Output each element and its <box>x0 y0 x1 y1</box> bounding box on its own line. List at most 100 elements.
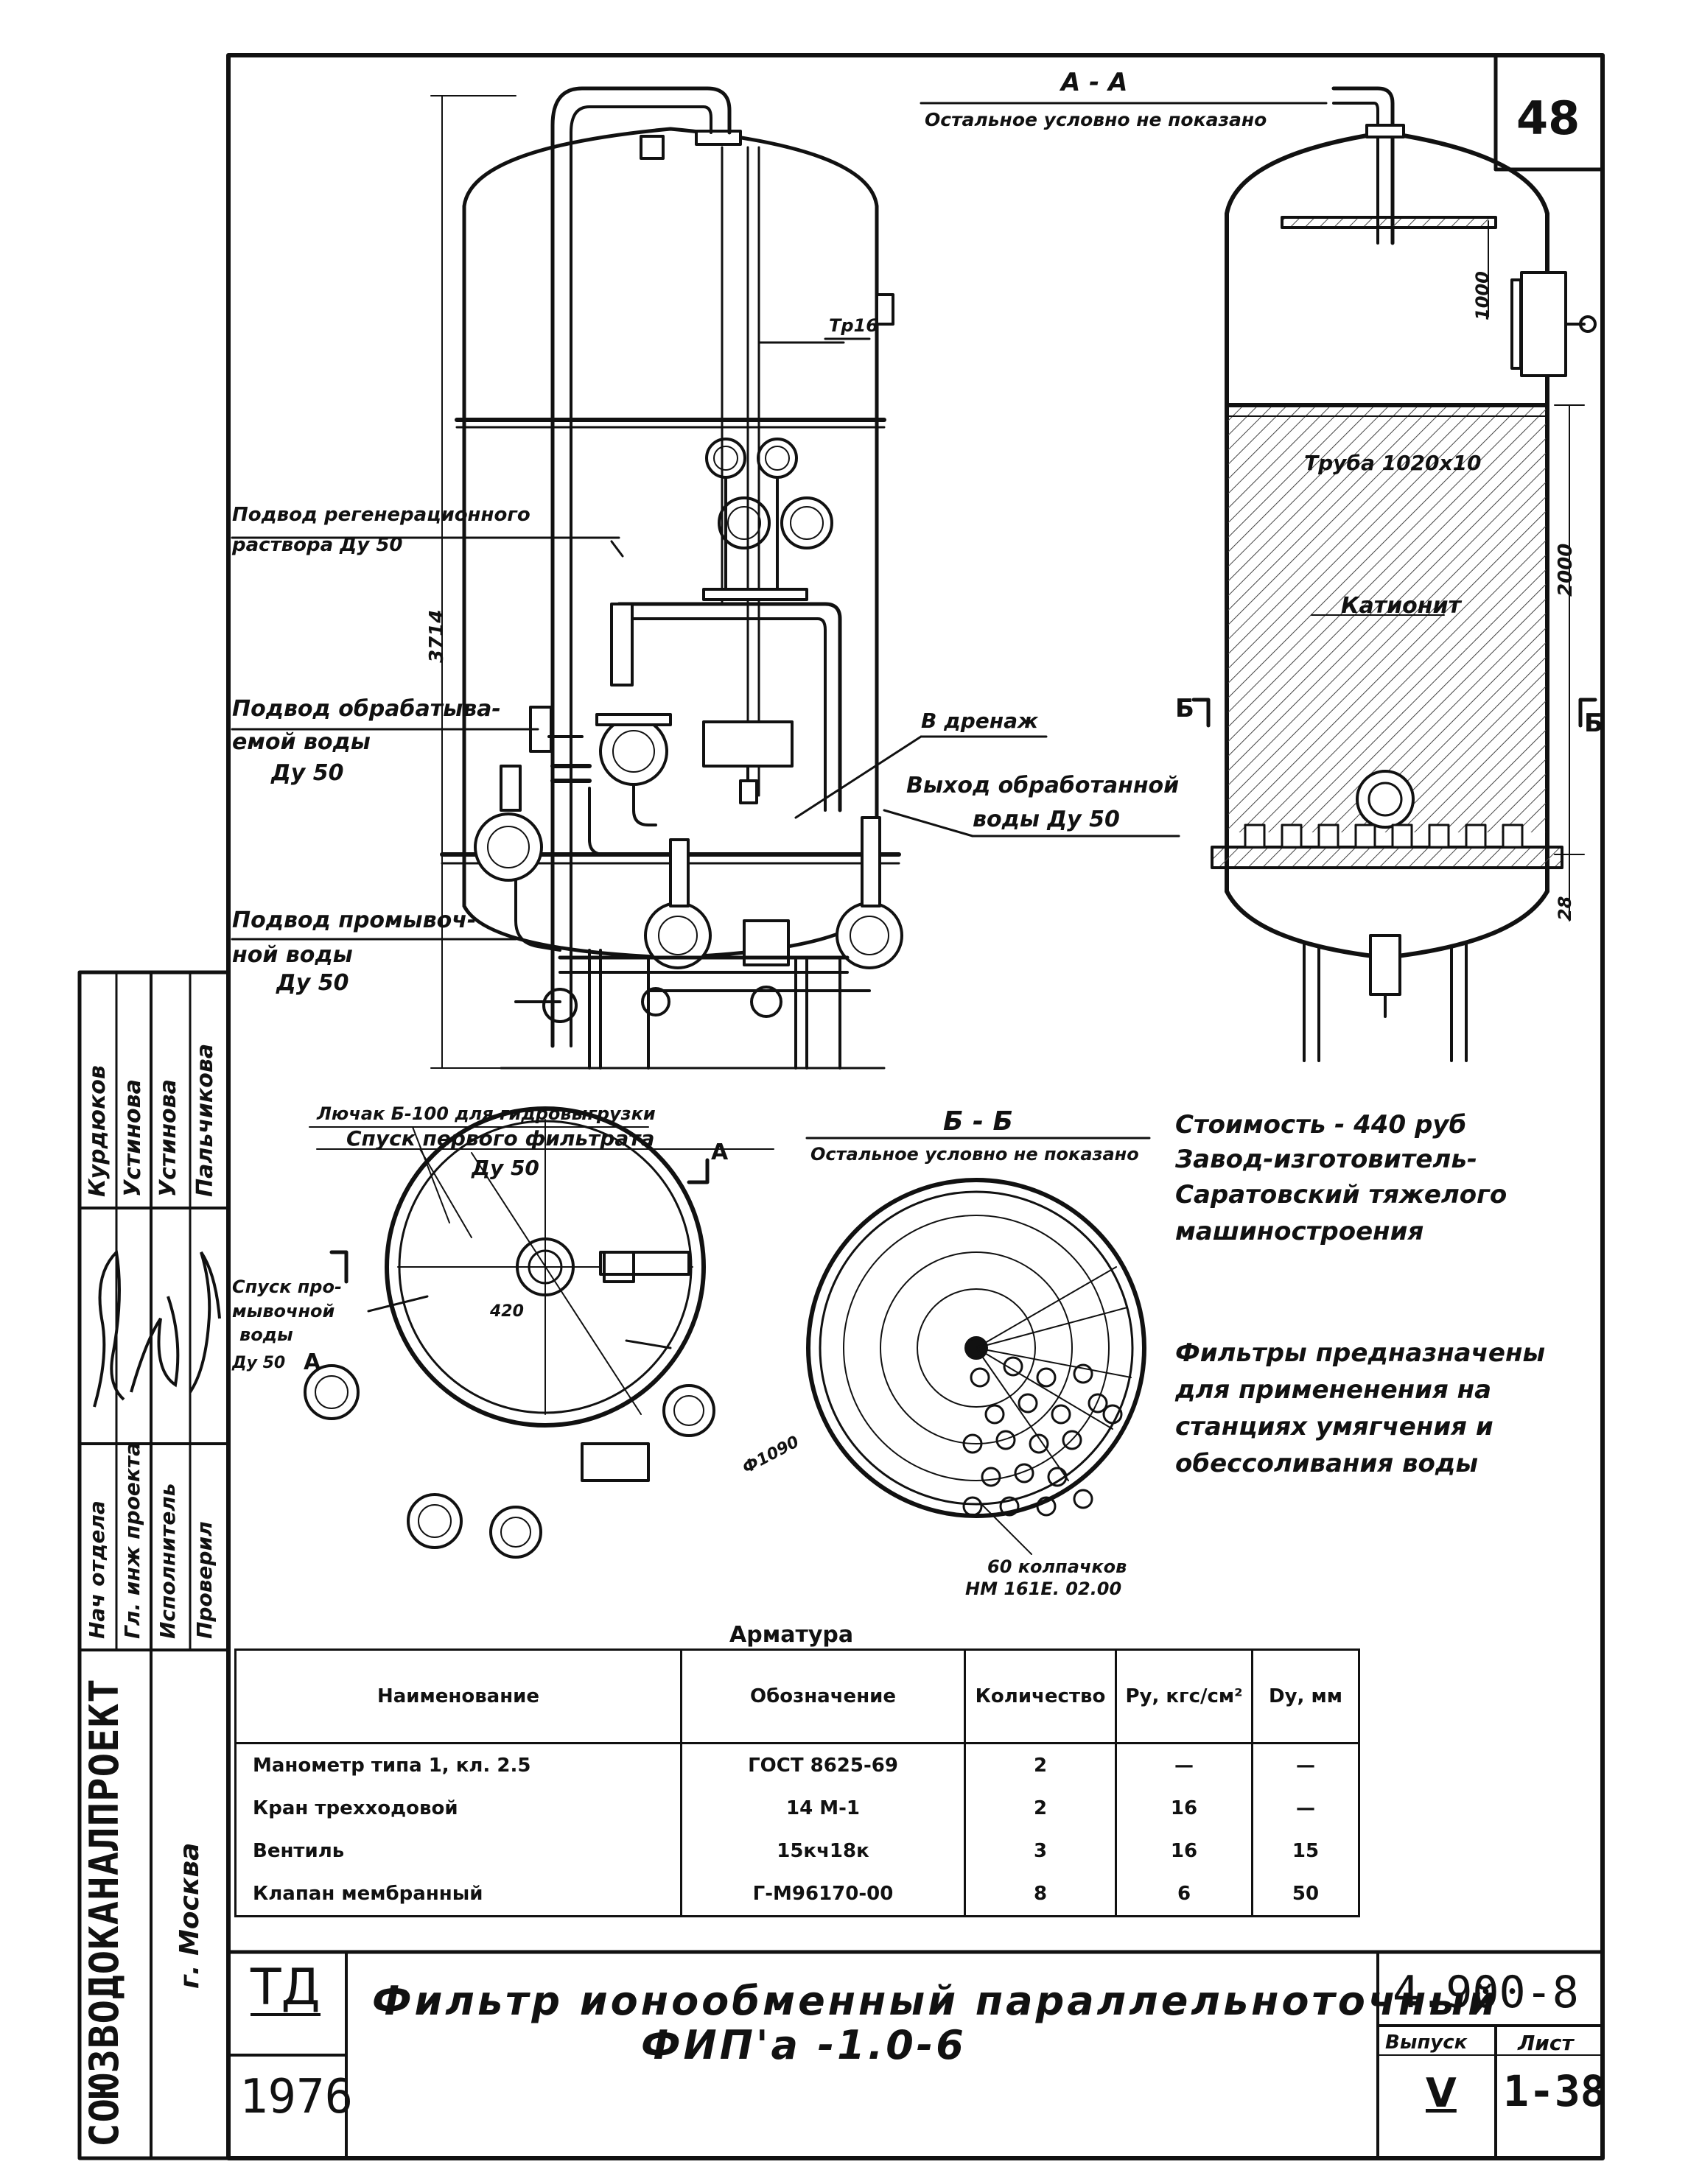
stamp-name-3: Устинова <box>155 1079 181 1197</box>
section-aa-title: А - А <box>1061 68 1128 97</box>
purpose-note-4: обессоливания воды <box>1175 1449 1479 1478</box>
hatch-label: Лючак Б-100 для гидровыгрузки <box>317 1103 656 1124</box>
sheet-value: 1-38 <box>1503 2066 1606 2116</box>
cap-holes <box>962 1356 1123 1517</box>
stamp-role-2: Гл. инж проекта <box>120 1442 144 1639</box>
dim-mid: 2000 <box>1555 543 1577 597</box>
drain-label: В дренаж <box>921 709 1038 733</box>
plan-view <box>304 1106 774 1559</box>
wash-feed-label-2: ной воды <box>232 942 353 968</box>
purpose-note-2: для примененения на <box>1175 1375 1492 1405</box>
table-row: Кран трехходовой 14 М-1 2 16 — <box>234 1787 1360 1830</box>
pipe-label: Труба 1020х10 <box>1304 451 1482 475</box>
label-tr16: Тр16 <box>829 315 878 336</box>
stamp-role-1: Нач отдела <box>85 1500 109 1639</box>
drawing-title-1: Фильтр ионообменный параллельноточный <box>372 1978 1499 2024</box>
first-filtrate-label: Спуск первого фильтрата <box>346 1126 655 1151</box>
stamp-td: ТД <box>251 1959 321 2017</box>
table-row: Манометр типа 1, кл. 2.5 ГОСТ 8625-69 2 … <box>234 1743 1360 1787</box>
treated-feed-label-3: Ду 50 <box>271 760 344 786</box>
cell-pressure: 16 <box>1115 1787 1253 1830</box>
wash-feed-label-1: Подвод промывоч- <box>232 907 477 933</box>
purpose-note-3: станциях умягчения и <box>1175 1412 1493 1442</box>
cut-mark-left: Б <box>1175 694 1194 723</box>
outlet-label-2: воды Ду 50 <box>973 807 1120 832</box>
cell-quantity: 8 <box>964 1872 1117 1917</box>
height-dimension: 3714 <box>426 609 448 663</box>
stamp-year: 1976 <box>239 2070 354 2124</box>
fittings-table: Наименование Обозначение Количество Ру, … <box>234 1648 1360 1917</box>
table-row: Вентиль 15кч18к 3 16 15 <box>234 1830 1360 1872</box>
caps-code: НМ 161Е. 02.00 <box>965 1579 1122 1599</box>
cell-diameter: — <box>1251 1787 1360 1830</box>
purpose-note-1: Фильтры предназначены <box>1175 1338 1546 1368</box>
cell-pressure: — <box>1115 1743 1253 1787</box>
wash-drain-label-3: воды <box>239 1324 293 1345</box>
table-row: Клапан мембранный Г-М96170-00 8 6 50 <box>234 1872 1360 1917</box>
cut-mark-right: Б <box>1584 709 1603 738</box>
issue-label: Выпуск <box>1385 2032 1468 2054</box>
stamp-role-3: Исполнитель <box>155 1483 180 1639</box>
stamp-role-4: Проверил <box>192 1521 217 1639</box>
fittings-title: Арматура <box>729 1622 854 1648</box>
cell-quantity: 2 <box>964 1787 1117 1830</box>
regen-feed-label-2: раствора Ду 50 <box>232 534 403 556</box>
wash-feed-label-3: Ду 50 <box>276 970 349 996</box>
dim-top: 1000 <box>1472 271 1493 320</box>
col-designation: Обозначение <box>680 1648 966 1744</box>
wash-drain-label-2: мывочной <box>232 1301 335 1321</box>
cell-diameter: — <box>1251 1743 1360 1787</box>
cell-name: Манометр типа 1, кл. 2.5 <box>234 1743 682 1787</box>
caps-count: 60 колпачков <box>987 1556 1127 1577</box>
media-label: Катионит <box>1341 593 1461 619</box>
drawing-code: 4.900-8 <box>1393 1967 1579 2018</box>
cell-name: Кран трехходовой <box>234 1787 682 1830</box>
sheet-number: 48 <box>1516 91 1580 145</box>
sheet-frame <box>77 53 1605 2160</box>
maker-note-1: Завод-изготовитель- <box>1175 1145 1477 1174</box>
cell-diameter: 15 <box>1251 1830 1360 1872</box>
dim-bottom: 28 <box>1555 896 1575 921</box>
cell-designation: 14 М-1 <box>680 1787 966 1830</box>
cell-diameter: 50 <box>1251 1872 1360 1917</box>
drawing-title-2: ФИП'а -1.0-6 <box>641 2022 967 2068</box>
wash-drain-dn: Ду 50 <box>232 1354 286 1372</box>
cell-pressure: 16 <box>1115 1830 1253 1872</box>
cost-note: Стоимость - 440 руб <box>1175 1110 1467 1140</box>
issue-value: V <box>1426 2070 1457 2116</box>
section-bb-view <box>805 1137 1151 1555</box>
outlet-label-1: Выход обработанной <box>906 773 1180 798</box>
stamp-org: СОЮЗВОДОКАНАЛПРОЕКТ <box>81 1678 127 2147</box>
cell-designation: ГОСТ 8625-69 <box>680 1743 966 1787</box>
treated-feed-label-2: емой воды <box>232 729 371 755</box>
col-quantity: Количество <box>964 1648 1117 1744</box>
section-aa-note: Остальное условно не показано <box>925 109 1267 130</box>
maker-note-3: машиностроения <box>1175 1217 1424 1246</box>
section-bb-note: Остальное условно не показано <box>810 1144 1139 1165</box>
maker-note-2: Саратовский тяжелого <box>1175 1180 1507 1209</box>
signatures <box>93 1249 221 1408</box>
nozzle-caps <box>1244 824 1524 849</box>
regen-feed-label-1: Подвод регенерационного <box>232 504 530 526</box>
col-name: Наименование <box>234 1648 682 1744</box>
section-bb-title: Б - Б <box>943 1106 1013 1137</box>
cell-pressure: 6 <box>1115 1872 1253 1917</box>
cell-quantity: 3 <box>964 1830 1117 1872</box>
col-diameter: Dу, мм <box>1251 1648 1360 1744</box>
plan-cut-a-top: А <box>711 1140 729 1165</box>
stamp-city: г. Москва <box>175 1842 205 1989</box>
stamp-name-4: Пальчикова <box>192 1043 218 1197</box>
treated-feed-label-1: Подвод обрабатыва- <box>232 696 501 722</box>
cell-name: Клапан мембранный <box>234 1872 682 1917</box>
cell-designation: 15кч18к <box>680 1830 966 1872</box>
cell-quantity: 2 <box>964 1743 1117 1787</box>
plan-cut-a-left: А <box>304 1349 321 1375</box>
stamp-name-1: Курдюков <box>85 1065 111 1197</box>
cell-designation: Г-М96170-00 <box>680 1872 966 1917</box>
section-aa-view <box>920 86 1597 1062</box>
plan-dimension: 420 <box>490 1302 524 1321</box>
sheet-label: Лист <box>1518 2031 1574 2055</box>
stamp-name-2: Устинова <box>120 1079 146 1197</box>
first-filtrate-dn: Ду 50 <box>472 1156 539 1180</box>
